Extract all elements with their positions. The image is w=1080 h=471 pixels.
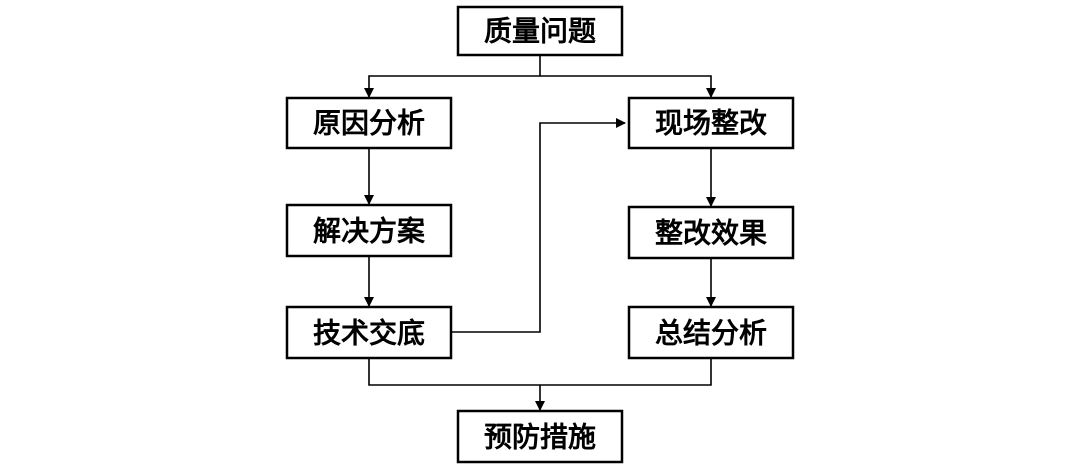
node-cause-analysis: 原因分析 xyxy=(285,96,453,150)
node-preventive-measures: 预防措施 xyxy=(456,409,624,464)
node-rectification-effect: 整改效果 xyxy=(627,205,795,260)
node-solution-label: 解决方案 xyxy=(313,215,426,248)
edge-split-to-cause-analysis xyxy=(364,75,540,98)
node-quality-issue-label: 质量问题 xyxy=(484,15,596,48)
node-onsite-rectification: 现场整改 xyxy=(627,96,795,150)
edge-split-to-onsite-rectification xyxy=(540,75,716,98)
node-summary-analysis-label: 总结分析 xyxy=(655,317,767,350)
node-solution: 解决方案 xyxy=(285,203,453,258)
node-summary-analysis: 总结分析 xyxy=(627,305,795,360)
node-cause-analysis-label: 原因分析 xyxy=(313,107,425,140)
node-onsite-rectification-label: 现场整改 xyxy=(655,107,767,140)
node-preventive-measures-label: 预防措施 xyxy=(484,421,596,454)
node-technical-briefing-label: 技术交底 xyxy=(313,317,425,350)
edge-briefing-to-onsite xyxy=(451,118,626,333)
node-technical-briefing: 技术交底 xyxy=(285,305,453,360)
node-quality-issue: 质量问题 xyxy=(456,5,624,57)
edges xyxy=(364,55,716,411)
node-rectification-effect-label: 整改效果 xyxy=(655,217,767,250)
edge-briefing-to-merge xyxy=(368,358,540,386)
edge-summary-to-merge xyxy=(540,358,712,386)
